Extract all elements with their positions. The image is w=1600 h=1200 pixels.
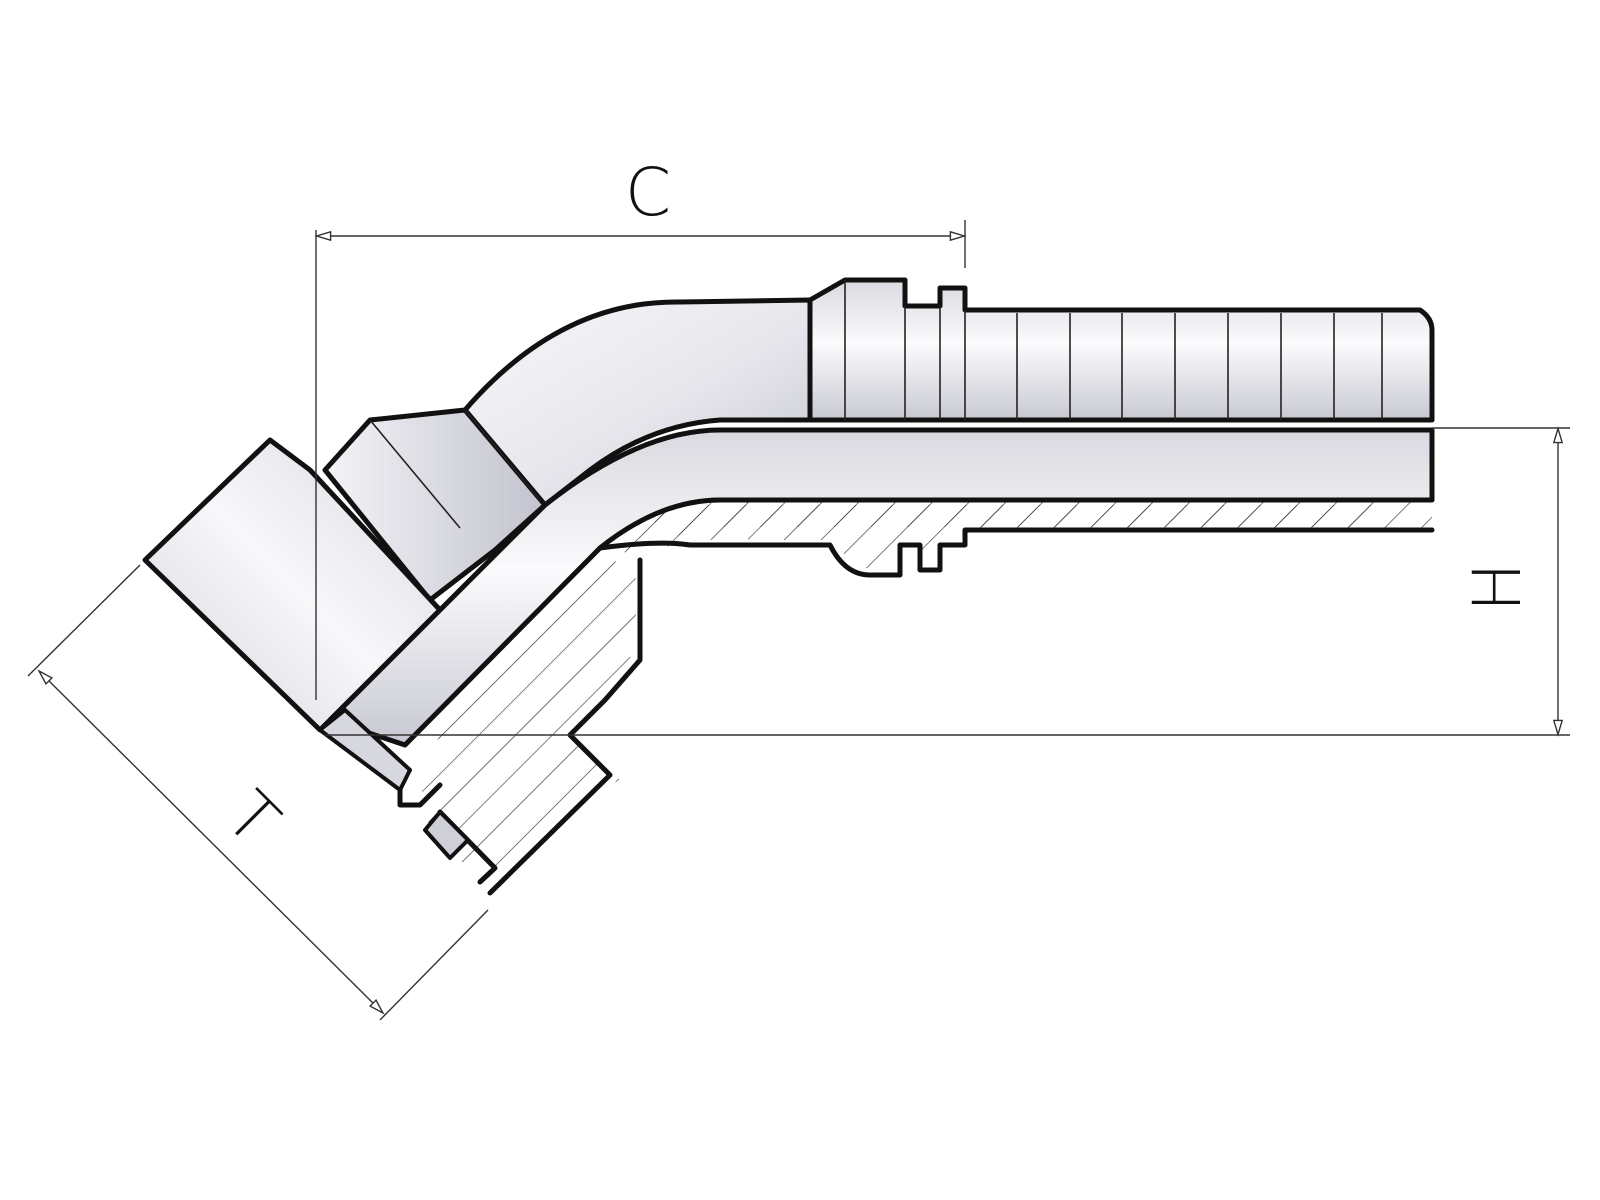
- section-hatch: [420, 500, 1432, 890]
- hose-tail: [807, 277, 1435, 423]
- dimension-h: H: [325, 426, 1570, 737]
- section-outline: [397, 527, 1435, 896]
- dimension-c: C: [314, 154, 967, 700]
- dimension-label-h: H: [1459, 562, 1536, 612]
- bent-tube: [462, 297, 813, 508]
- dimension-label-c: C: [625, 154, 671, 231]
- hex-collar: [322, 407, 548, 603]
- dimension-label-t: T: [211, 777, 294, 860]
- bore: [327, 427, 1435, 748]
